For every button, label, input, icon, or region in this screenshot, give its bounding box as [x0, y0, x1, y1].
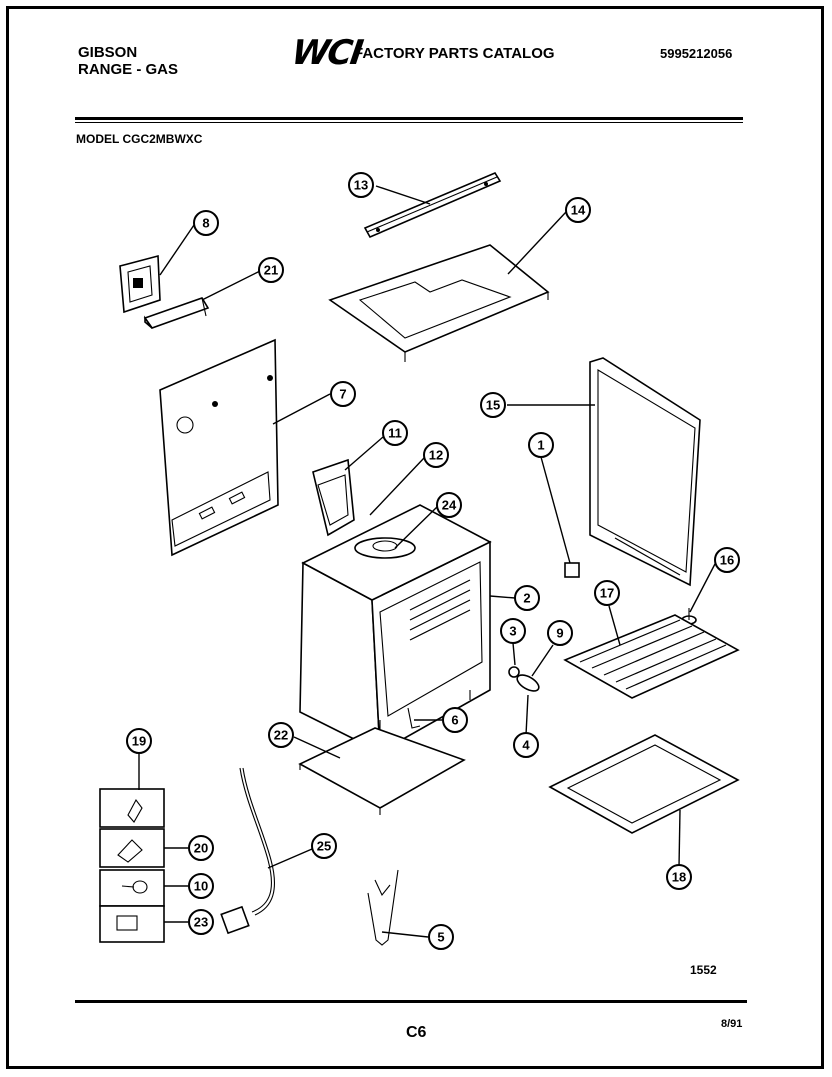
callout-3: 3	[500, 618, 526, 644]
svg-text:10: 10	[194, 879, 208, 894]
callout-23: 23	[188, 909, 214, 935]
part-14-top	[328, 244, 550, 362]
callout-7: 7	[330, 381, 356, 407]
svg-text:9: 9	[556, 626, 563, 641]
product-type: RANGE - GAS	[78, 61, 179, 78]
callout-25: 25	[311, 833, 337, 859]
callout-16: 16	[714, 547, 740, 573]
svg-text:8: 8	[202, 216, 209, 231]
leader-lines	[138, 185, 717, 938]
svg-text:24: 24	[442, 498, 457, 513]
svg-text:12: 12	[429, 448, 443, 463]
svg-text:11: 11	[388, 426, 402, 441]
svg-text:4: 4	[522, 738, 530, 753]
svg-text:14: 14	[571, 203, 586, 218]
callout-1: 1	[528, 432, 554, 458]
svg-text:6: 6	[451, 713, 458, 728]
part-25-power-cord	[220, 767, 275, 935]
catalog-date: 8/91	[721, 1018, 743, 1030]
svg-text:7: 7	[339, 387, 346, 402]
header-rule	[75, 117, 743, 120]
callout-24: 24	[436, 492, 462, 518]
part-7-side-panel	[159, 338, 279, 557]
svg-text:19: 19	[132, 734, 146, 749]
catalog-part-number: 5995212056	[660, 46, 733, 61]
part-22-bottom-panel	[298, 727, 466, 815]
callout-20: 20	[188, 835, 214, 861]
callout-17: 17	[594, 580, 620, 606]
page-code: C6	[406, 1024, 427, 1041]
svg-text:5: 5	[437, 930, 444, 945]
callout-2: 2	[514, 585, 540, 611]
callout-12: 12	[423, 442, 449, 468]
callout-6: 6	[442, 707, 468, 733]
brand-block: GIBSON RANGE - GAS	[78, 44, 178, 78]
callout-21: 21	[258, 257, 284, 283]
callout-15: 15	[480, 392, 506, 418]
svg-text:15: 15	[486, 398, 500, 413]
svg-text:23: 23	[194, 915, 208, 930]
part-3-9-4-valve	[508, 666, 540, 692]
callout-8: 8	[193, 210, 219, 236]
part-20-box	[99, 828, 165, 868]
page-frame	[6, 6, 824, 1069]
part-10-box	[99, 869, 165, 907]
part-24-burner	[354, 537, 416, 559]
svg-text:25: 25	[317, 839, 331, 854]
callout-18: 18	[666, 864, 692, 890]
callout-9: 9	[547, 620, 573, 646]
part-21-block	[143, 297, 210, 329]
part-6-hook	[407, 707, 421, 729]
model-label: MODEL CGC2MBWXC	[76, 132, 203, 146]
callout-14: 14	[565, 197, 591, 223]
svg-text:13: 13	[354, 178, 368, 193]
callout-11: 11	[382, 420, 408, 446]
brand-name: GIBSON	[78, 44, 138, 61]
part-18-broiler-pan	[548, 734, 740, 834]
svg-text:20: 20	[194, 841, 208, 856]
part-15-door-frame	[589, 357, 701, 587]
diagram-number: 1552	[690, 963, 717, 977]
header-rule-thin	[75, 122, 743, 123]
callout-10: 10	[188, 873, 214, 899]
callout-13: 13	[348, 172, 374, 198]
part-1-clip	[564, 562, 580, 578]
svg-text:22: 22	[274, 728, 288, 743]
svg-text:16: 16	[720, 553, 734, 568]
part-8-bracket	[119, 254, 161, 314]
part-23-box	[99, 905, 165, 943]
footer-rule	[75, 1000, 747, 1003]
svg-text:1: 1	[537, 438, 544, 453]
part-19-box	[99, 788, 165, 828]
catalog-title: FACTORY PARTS CATALOG	[354, 45, 555, 62]
part-17-oven-rack	[563, 614, 740, 699]
svg-text:3: 3	[509, 624, 516, 639]
callout-22: 22	[268, 722, 294, 748]
part-11-burner-bracket	[312, 458, 355, 537]
callout-5: 5	[428, 924, 454, 950]
svg-text:2: 2	[523, 591, 530, 606]
callout-4: 4	[513, 732, 539, 758]
callout-19: 19	[126, 728, 152, 754]
svg-text:18: 18	[672, 870, 686, 885]
svg-text:21: 21	[264, 263, 278, 278]
svg-text:17: 17	[600, 586, 614, 601]
part-13-rail	[363, 171, 502, 239]
part-5-clip	[367, 869, 399, 946]
